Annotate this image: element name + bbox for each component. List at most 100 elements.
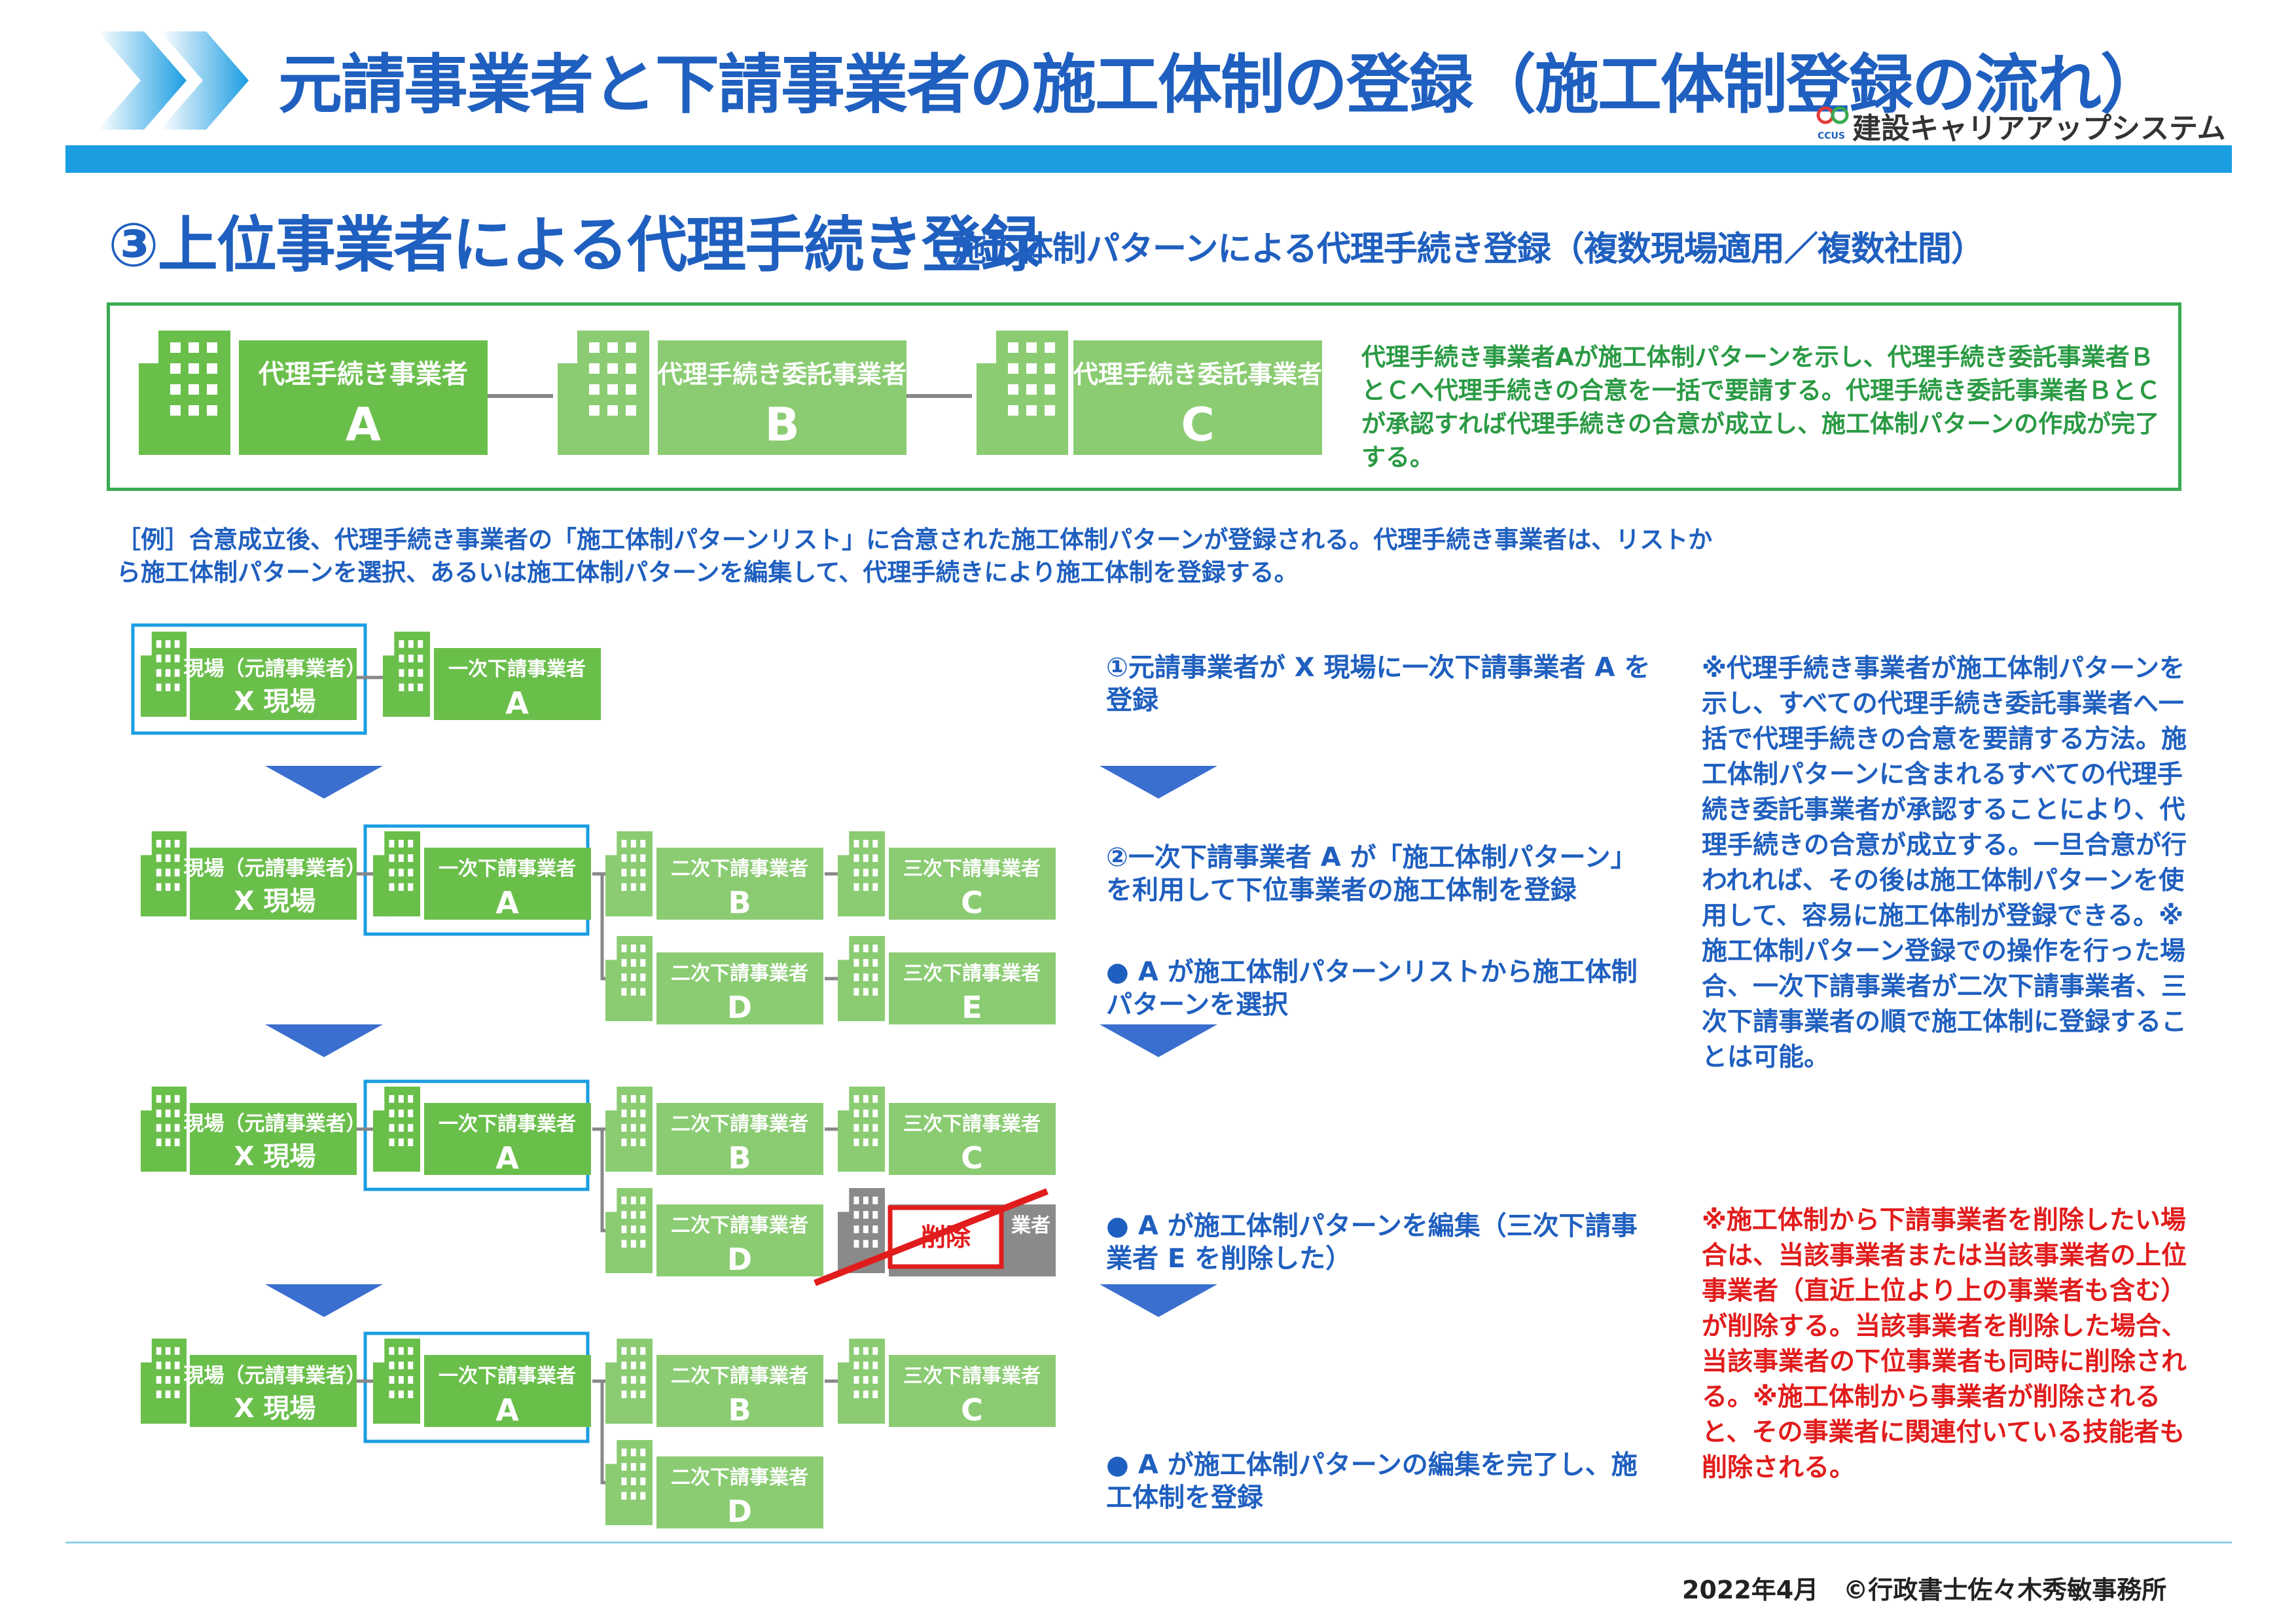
row2-ichiji-a-letter: A: [495, 885, 519, 920]
step-4-line1: ● A が施工体制パターンを編集（三次下請事: [1106, 1211, 1638, 1241]
building-icon: [838, 936, 885, 1021]
building-icon: [605, 1087, 653, 1172]
top-box-a-letter: A: [346, 398, 381, 452]
row4-ichiji-a: 一次下請事業者 A: [373, 1339, 591, 1428]
arrow-down-icon: [265, 1284, 383, 1317]
row1-genba: 現場（元請事業者） X 現場: [131, 623, 367, 735]
building-icon: [838, 1087, 885, 1172]
step-2-line1: ②一次下請事業者 A が「施工体制パターン」: [1106, 842, 1637, 873]
row1-genba-label: 現場（元請事業者）: [184, 657, 367, 681]
top-box-a: 代理手続き事業者 A: [139, 331, 488, 455]
top-box-b-label: 代理手続き委託事業者: [658, 360, 906, 389]
top-diagram: 代理手続き事業者 A 代理手続き委託事業者 B 代理手続き委託事業者 C: [139, 331, 1322, 455]
row3-genba-name: X 現場: [234, 1142, 316, 1172]
connector-line: [592, 872, 605, 981]
row3-niji-d-label: 二次下請事業者: [671, 1214, 808, 1237]
step-2-line2: を利用して下位事業者の施工体制を登録: [1106, 875, 1577, 905]
row3-sanji-c-letter: C: [961, 1140, 983, 1176]
building-icon: [838, 1339, 885, 1424]
building-icon: [141, 831, 187, 916]
building-icon: [373, 831, 420, 916]
row2-sanji-c: 三次下請事業者 C: [838, 831, 1056, 920]
top-box-a-label: 代理手続き事業者: [258, 359, 468, 389]
row4-niji-b-letter: B: [728, 1392, 751, 1428]
step-4-text: ● A が施工体制パターンを編集（三次下請事 業者 E を削除した）: [1106, 1210, 1638, 1275]
row3-ichiji-a-letter: A: [495, 1140, 519, 1176]
arrow-down-icon: [265, 766, 383, 799]
top-box-c-label: 代理手続き委託事業者: [1073, 360, 1322, 389]
row2-sanji-e-letter: E: [961, 990, 982, 1025]
row3-genba-label: 現場（元請事業者）: [184, 1112, 367, 1136]
row4-genba-label: 現場（元請事業者）: [184, 1364, 367, 1388]
step-arrow-down-icon: [1100, 1284, 1217, 1317]
building-icon: [141, 1087, 187, 1172]
row4-niji-d-letter: D: [727, 1494, 752, 1529]
row2-sanji-c-letter: C: [961, 885, 983, 920]
row4-ichiji-a-label: 一次下請事業者: [439, 1365, 576, 1388]
step-3-line2: パターンを選択: [1106, 990, 1288, 1020]
row4-genba: 現場（元請事業者） X 現場: [141, 1339, 367, 1427]
step-arrow-down-icon: [1100, 766, 1217, 799]
logo-text: 建設キャリアアップシステム: [1852, 112, 2226, 145]
footer-credit: 2022年4月 ©行政書士佐々木秀敏事務所: [1682, 1576, 2167, 1604]
row4-ichiji-a-letter: A: [495, 1392, 519, 1428]
building-icon: [605, 1339, 653, 1424]
row2-niji-b: 二次下請事業者 B: [605, 831, 823, 920]
row2-niji-b-letter: B: [728, 885, 751, 920]
page-title: 元請事業者と下請事業者の施工体制の登録（施工体制登録の流れ）: [278, 48, 2164, 122]
connector-line: [592, 1379, 605, 1485]
step-3-text: ● A が施工体制パターンリストから施工体制 パターンを選択: [1106, 956, 1638, 1021]
top-box-c-letter: C: [1181, 398, 1214, 452]
top-box-c: 代理手続き委託事業者 C: [977, 331, 1322, 455]
top-box-b-letter: B: [764, 398, 799, 452]
building-icon: [977, 331, 1068, 455]
row4-genba-name: X 現場: [234, 1394, 316, 1424]
row1-ichiji-a-letter: A: [505, 685, 529, 721]
building-icon: [141, 632, 187, 717]
header-chevrons-icon: [98, 31, 249, 130]
building-icon: [838, 831, 885, 916]
top-diagram-frame: [107, 302, 2181, 491]
row3-sanji-e-partial-label: 業者: [1011, 1214, 1050, 1237]
arrow-down-icon: [265, 1024, 383, 1057]
row2-sanji-e-label: 三次下請事業者: [903, 962, 1041, 985]
building-icon: [605, 936, 653, 1021]
building-icon: [373, 1339, 420, 1424]
step-1-line1: ①元請事業者が X 現場に一次下請事業者 A を: [1106, 653, 1651, 683]
example-note-line1: ［例］合意成立後、代理手続き事業者の「施工体制パターンリスト」に合意された施工体…: [117, 526, 1713, 554]
row2-sanji-c-label: 三次下請事業者: [903, 857, 1041, 880]
ccus-logo-icon: CCUS: [1816, 106, 1849, 141]
row2-ichiji-a-label: 一次下請事業者: [439, 857, 576, 880]
row4-niji-d-label: 二次下請事業者: [671, 1466, 808, 1489]
row3-niji-b-label: 二次下請事業者: [671, 1113, 808, 1136]
top-box-b: 代理手続き委託事業者 B: [558, 331, 906, 455]
row3-ichiji-a: 一次下請事業者 A: [373, 1087, 591, 1176]
row3-ichiji-a-label: 一次下請事業者: [439, 1113, 576, 1136]
row2-niji-b-label: 二次下請事業者: [671, 857, 808, 880]
row4-niji-b: 二次下請事業者 B: [605, 1339, 823, 1428]
step-2-text: ②一次下請事業者 A が「施工体制パターン」 を利用して下位事業者の施工体制を登…: [1106, 841, 1637, 907]
delete-strike-line: [814, 1188, 1049, 1286]
row2-sanji-e: 三次下請事業者 E: [838, 936, 1056, 1025]
row4-sanji-c-letter: C: [961, 1392, 983, 1428]
procedure-note: ※代理手続き事業者が施工体制パターンを示し、すべての代理手続き委託事業者へ一括で…: [1702, 654, 2187, 1072]
ccus-logo-mark: CCUS: [1818, 131, 1845, 141]
step-5-line1: ● A が施工体制パターンの編集を完了し、施: [1106, 1450, 1638, 1480]
row4-sanji-c-label: 三次下請事業者: [903, 1365, 1041, 1388]
row3-sanji-c: 三次下請事業者 C: [838, 1087, 1056, 1176]
building-icon: [605, 1188, 653, 1273]
step-5-line2: 工体制を登録: [1106, 1483, 1263, 1513]
row4-niji-b-label: 二次下請事業者: [671, 1365, 808, 1388]
row2-genba: 現場（元請事業者）X 現場: [141, 831, 367, 920]
row1-genba-name: X 現場: [234, 687, 316, 717]
footer-divider: [65, 1542, 2232, 1543]
building-icon: [141, 1339, 187, 1424]
example-note: ［例］合意成立後、代理手続き事業者の「施工体制パターンリスト」に合意された施工体…: [117, 524, 1779, 589]
row3-sanji-c-label: 三次下請事業者: [903, 1113, 1041, 1136]
section-title: ③上位事業者による代理手続き登録: [108, 210, 1041, 280]
deletion-warning-note: ※施工体制から下請事業者を削除したい場合は、当該事業者または当該事業者の上位事業…: [1702, 1206, 2187, 1483]
building-icon: [605, 1440, 653, 1525]
